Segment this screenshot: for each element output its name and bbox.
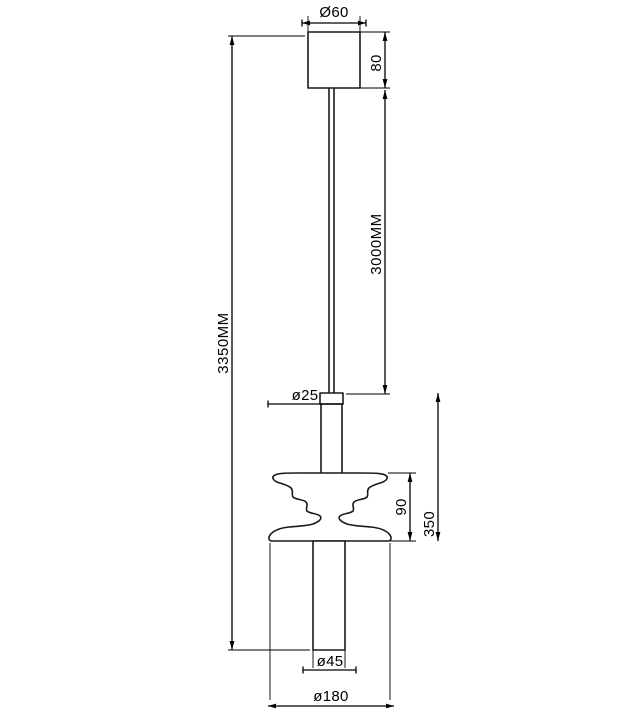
dimension-label-tube-diameter: ø45 [317,653,344,670]
dimension-label-canopy-diameter: Ø60 [319,4,348,21]
dimension-label-suspension-length: 3000MM [368,213,385,274]
dimension-overall-length: 3350MM [215,35,310,651]
dimension-suspension-length: 3000MM [346,90,390,395]
dimension-label-shade-height: 90 [393,498,410,515]
canopy-box [307,31,361,89]
dimension-label-body-height: 350 [421,511,438,537]
dimension-label-connector-diameter: ø25 [292,387,319,404]
lower-tube [312,540,346,651]
dimension-label-overall-length: 3350MM [215,312,232,373]
dimension-label-canopy-height: 80 [368,54,385,71]
dimension-body-height: 350 [421,393,441,541]
dimension-canopy-diameter: Ø60 [301,4,367,32]
dimension-shade-height: 90 [388,472,416,542]
dimension-connector-diameter: ø25 [267,387,343,408]
dimension-shade-diameter: ø180 [268,543,394,709]
dimension-tube-diameter: ø45 [302,650,357,674]
dimension-canopy-height: 80 [360,31,390,89]
stem-connector-block [319,392,344,405]
lamp-shade-body [268,472,392,542]
dimension-label-shade-diameter: ø180 [313,688,348,705]
